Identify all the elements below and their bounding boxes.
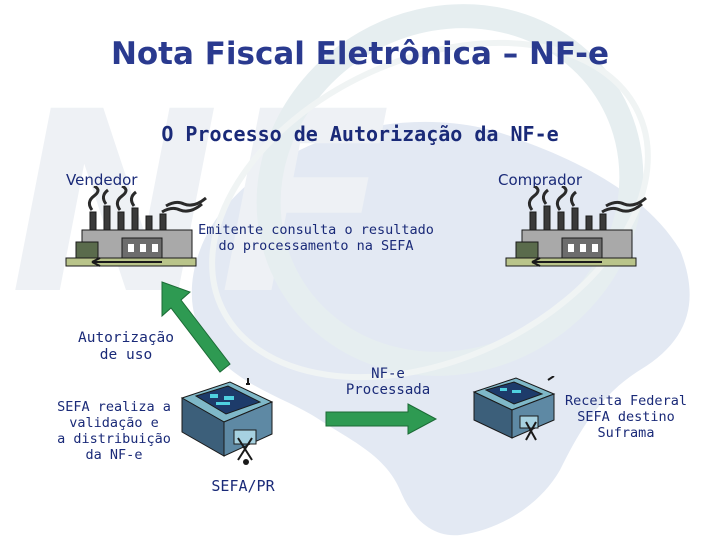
processada-arrow <box>325 403 438 435</box>
watermark-e-ring <box>256 4 644 376</box>
destinos-text: Receita Federal SEFA destino Suframa <box>556 393 696 441</box>
sefa-line-2: validação e <box>69 415 159 431</box>
processada-line-1: NF-e <box>371 366 405 382</box>
consulta-text: Emitente consulta o resultado do process… <box>196 222 436 254</box>
processada-line-2: Processada <box>345 382 431 398</box>
sefa-pr-label: SEFA/PR <box>211 477 275 495</box>
vendedor-factory-icon <box>65 186 207 267</box>
sefa-line-3: a distribuição <box>57 431 171 447</box>
sefa-line-4: da NF-e <box>85 447 143 463</box>
destinos-computer-icon <box>472 376 556 441</box>
sefa-validacao-text: SEFA realiza a validação e a distribuiçã… <box>54 399 174 463</box>
autorizacao-arrow <box>161 281 231 373</box>
sefa-pr-computer-icon <box>180 378 274 465</box>
consulta-line-2: do processamento na SEFA <box>218 238 414 254</box>
comprador-factory-icon <box>505 186 647 267</box>
sefa-line-1: SEFA realiza a <box>57 399 171 415</box>
page-subtitle: O Processo de Autorização da NF-e <box>161 122 559 146</box>
autorizacao-text: Autorização de uso <box>68 330 184 364</box>
consulta-line-1: Emitente consulta o resultado <box>198 222 434 238</box>
destinos-line-1: Receita Federal <box>565 393 687 409</box>
comprador-label: Comprador <box>498 171 583 189</box>
destinos-line-3: Suframa <box>597 425 655 441</box>
vendedor-label: Vendedor <box>66 171 138 189</box>
processada-text: NF-e Processada <box>330 366 446 398</box>
autorizacao-line-2: de uso <box>99 347 153 363</box>
destinos-line-2: SEFA destino <box>577 409 675 425</box>
brazil-map-shape <box>191 121 690 536</box>
page-title: Nota Fiscal Eletrônica – NF-e <box>110 36 610 72</box>
autorizacao-line-1: Autorização <box>77 330 175 346</box>
